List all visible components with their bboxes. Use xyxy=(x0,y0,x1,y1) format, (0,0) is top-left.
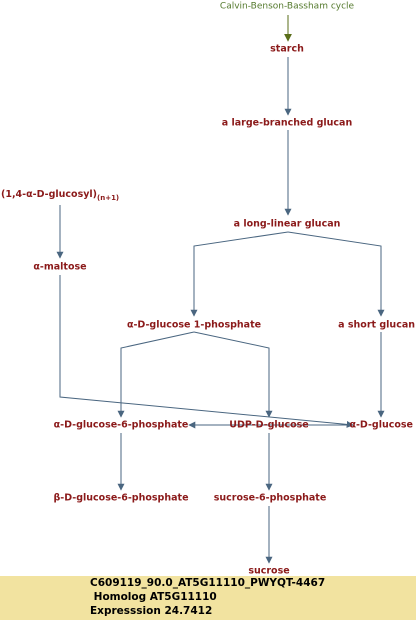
info-footer: C609119_90.0_AT5G11110_PWYQT-4467 Homolo… xyxy=(0,576,416,620)
node-beta-d-glucose-6-phosphate[interactable]: β-D-glucose-6-phosphate xyxy=(53,492,189,504)
node-starch[interactable]: starch xyxy=(270,43,304,55)
node-udp-d-glucose[interactable]: UDP-D-glucose xyxy=(229,419,309,431)
node-alpha-d-glucose-1-phosphate[interactable]: α-D-glucose 1-phosphate xyxy=(126,319,262,331)
glucosyl-subscript: (n+1) xyxy=(97,194,120,202)
pathway-diagram xyxy=(56,15,385,564)
footer-homolog-line: Homolog AT5G11110 xyxy=(90,591,217,603)
edge-long-linear-to-short-glucan xyxy=(287,231,385,317)
edge-glucose-1-phosphate-to-glucose-6-phosphate xyxy=(117,331,195,418)
origin-label-cbb-cycle: Calvin-Benson-Bassham cycle xyxy=(219,1,355,12)
node-alpha-d-glucose-6-phosphate[interactable]: α-D-glucose-6-phosphate xyxy=(53,419,189,431)
node-large-branched-glucan[interactable]: a large-branched glucan xyxy=(221,117,353,129)
edge-maltose-to-glucose xyxy=(59,275,354,428)
node-alpha-d-glucose[interactable]: α-D-glucose xyxy=(349,419,413,431)
node-long-linear-glucan[interactable]: a long-linear glucan xyxy=(233,218,341,230)
footer-id-line: C609119_90.0_AT5G11110_PWYQT-4467 xyxy=(90,577,326,589)
node-glucosyl-polymer[interactable]: (1,4-α-D-glucosyl)(n+1) xyxy=(1,190,119,202)
glucosyl-label: (1,4-α-D-glucosyl) xyxy=(1,189,98,200)
edge-glucose-1-phosphate-to-udp-glucose xyxy=(193,331,273,418)
node-short-glucan[interactable]: a short glucan xyxy=(338,319,415,331)
node-alpha-maltose[interactable]: α-maltose xyxy=(33,261,87,273)
node-sucrose[interactable]: sucrose xyxy=(248,565,290,577)
footer-expression-line: Expresssion 24.7412 xyxy=(90,605,213,617)
edge-long-linear-to-glucose-1-phosphate xyxy=(190,231,289,317)
node-sucrose-6-phosphate[interactable]: sucrose-6-phosphate xyxy=(213,492,327,504)
